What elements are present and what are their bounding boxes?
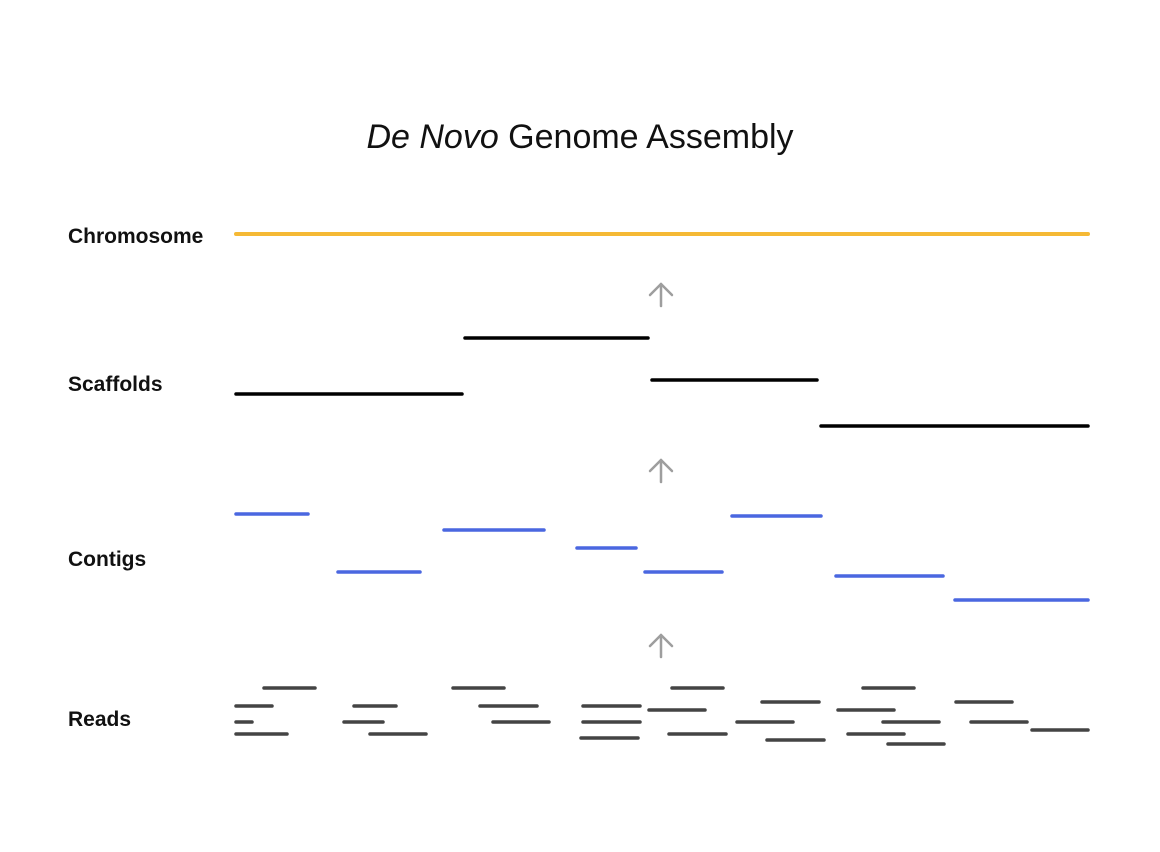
label-scaffolds: Scaffolds <box>68 373 163 396</box>
label-contigs: Contigs <box>68 548 147 571</box>
title-italic: De Novo <box>366 118 499 156</box>
title-rest: Genome Assembly <box>498 118 794 156</box>
contigs-group <box>234 512 1090 602</box>
arrow-up-icon <box>648 282 674 308</box>
reads-group <box>234 686 1090 746</box>
label-reads: Reads <box>68 708 132 731</box>
arrow-up-icon <box>648 458 674 484</box>
diagram-title: De Novo Genome Assembly <box>0 118 1160 157</box>
label-chromosome: Chromosome <box>68 225 204 248</box>
scaffolds-group <box>234 336 1090 428</box>
arrow-up-icon <box>648 633 674 659</box>
